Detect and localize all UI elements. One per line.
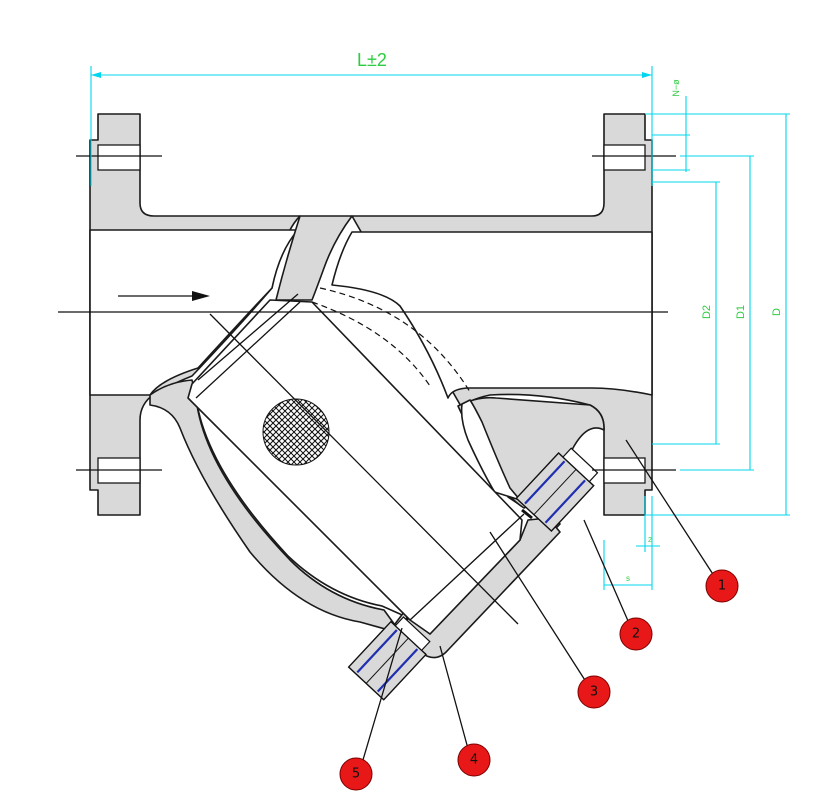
- s-dimension-label: s: [626, 574, 630, 583]
- bolt-holes-label: N−ø: [671, 79, 681, 97]
- divider-web: [275, 215, 353, 301]
- callout-2: 2: [619, 617, 653, 651]
- mesh-screen: [263, 399, 329, 465]
- length-dimension-label: L±2: [357, 50, 387, 70]
- callout-5: 5: [339, 757, 373, 791]
- d1-dimension-label: D1: [735, 305, 747, 319]
- tolerance-label: 2: [648, 537, 652, 544]
- d-dimension-label: D: [771, 308, 783, 316]
- callout-4: 4: [457, 743, 491, 777]
- removal-arc: [319, 287, 471, 393]
- d2-dimension-label: D2: [701, 305, 713, 319]
- mesh-outline: [262, 398, 330, 466]
- callout-1-number: 1: [718, 579, 726, 594]
- callouts: 1 2 3 4 5: [339, 439, 739, 791]
- main-bore-right: [331, 231, 653, 399]
- removal-arc-inner: [311, 301, 431, 387]
- right-top-bolt-hole: [603, 144, 646, 171]
- callout-5-number: 5: [352, 767, 360, 782]
- left-top-bolt-hole: [97, 144, 141, 171]
- upper-bolt: [515, 447, 599, 533]
- flow-arrow: [118, 291, 210, 301]
- callout-1: 1: [705, 569, 739, 603]
- callout-4-number: 4: [470, 753, 478, 768]
- screen-cylinder: [187, 293, 525, 635]
- center-lines: [58, 155, 676, 625]
- callout-3: 3: [577, 675, 611, 709]
- callout-3-number: 3: [590, 685, 598, 700]
- callout-2-number: 2: [632, 627, 640, 642]
- lower-bolt: [347, 616, 431, 701]
